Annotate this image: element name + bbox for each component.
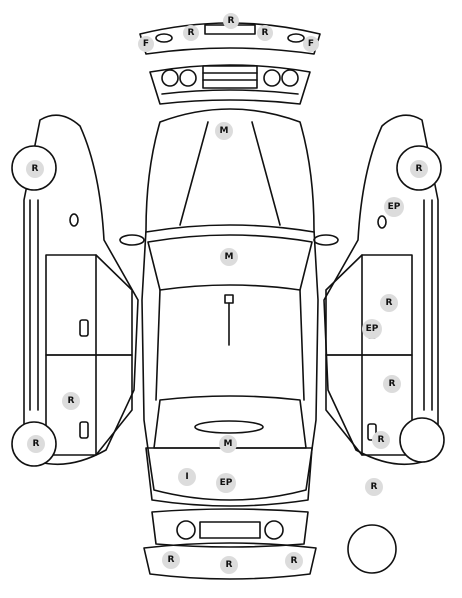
front-grille [149, 64, 311, 105]
damage-label[interactable]: R [62, 392, 80, 410]
damage-label[interactable]: F [138, 36, 154, 52]
svg-text:I: I [185, 472, 188, 482]
damage-label[interactable]: R [220, 556, 238, 574]
damage-label[interactable]: M [215, 122, 233, 140]
svg-text:R: R [389, 379, 396, 389]
damage-label[interactable]: R [26, 160, 44, 178]
damage-label[interactable]: R [365, 478, 383, 496]
svg-text:R: R [386, 298, 393, 308]
svg-text:R: R [68, 396, 75, 406]
damage-label[interactable]: R [183, 25, 199, 41]
svg-text:R: R [188, 28, 195, 38]
svg-text:R: R [33, 439, 40, 449]
svg-text:F: F [143, 39, 149, 49]
damage-label[interactable]: R [380, 294, 398, 312]
svg-text:R: R [291, 556, 298, 566]
damage-label[interactable]: R [27, 435, 45, 453]
damage-label[interactable]: R [410, 160, 428, 178]
damage-label[interactable]: R [383, 375, 401, 393]
rear-view [143, 508, 397, 580]
damage-label[interactable]: EP [216, 473, 236, 493]
damage-label[interactable]: M [219, 435, 237, 453]
damage-label[interactable]: EP [362, 319, 382, 339]
svg-text:R: R [226, 560, 233, 570]
damage-label[interactable]: EP [384, 197, 404, 217]
svg-text:F: F [308, 39, 314, 49]
svg-text:R: R [32, 164, 39, 174]
svg-text:EP: EP [220, 478, 233, 488]
car-body-top [119, 108, 339, 507]
damage-label[interactable]: R [162, 551, 180, 569]
damage-label[interactable]: R [257, 25, 273, 41]
svg-text:M: M [224, 439, 233, 449]
svg-text:R: R [228, 16, 235, 26]
svg-text:R: R [262, 28, 269, 38]
svg-text:M: M [225, 252, 234, 262]
damage-label[interactable]: I [178, 468, 196, 486]
damage-label[interactable]: F [303, 36, 319, 52]
damage-label[interactable]: R [223, 13, 239, 29]
svg-text:R: R [378, 435, 385, 445]
svg-text:EP: EP [388, 202, 401, 212]
svg-text:R: R [168, 555, 175, 565]
svg-text:M: M [220, 126, 229, 136]
damage-label[interactable]: R [372, 431, 390, 449]
svg-text:EP: EP [366, 324, 379, 334]
svg-text:R: R [416, 164, 423, 174]
damage-label[interactable]: M [220, 248, 238, 266]
damage-label[interactable]: R [285, 552, 303, 570]
svg-text:R: R [371, 482, 378, 492]
